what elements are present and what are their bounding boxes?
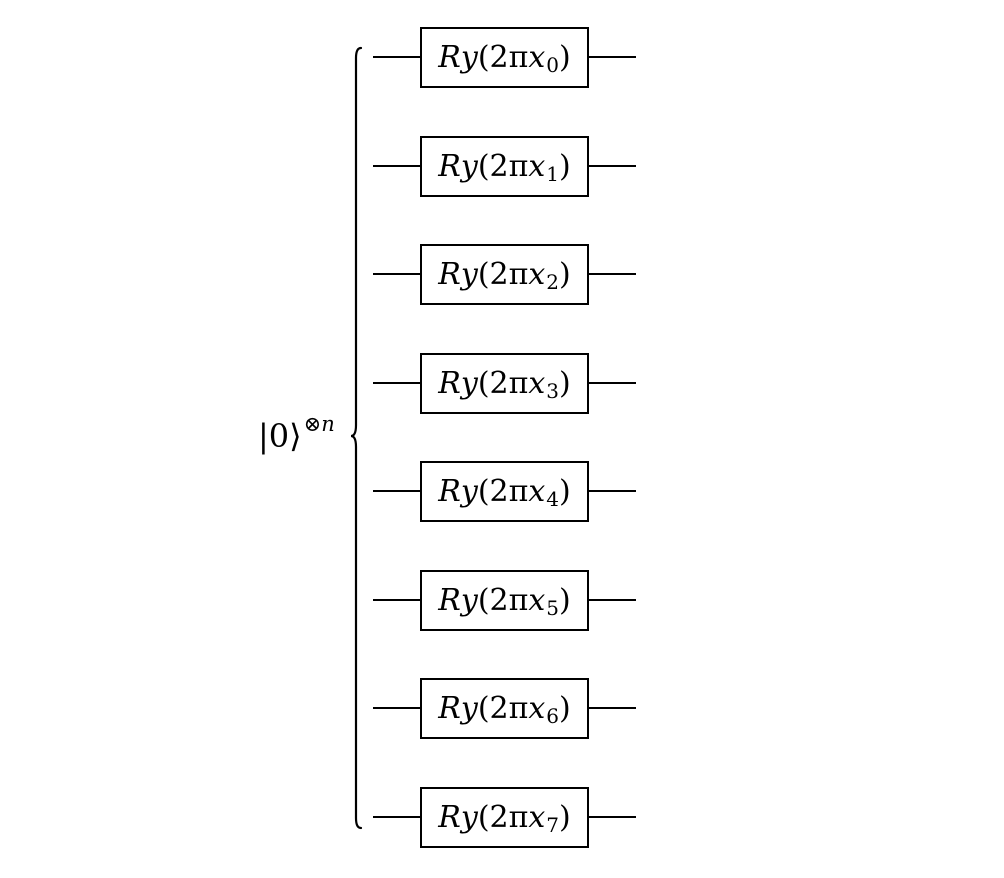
gate-angle-open: (2π xyxy=(477,256,529,292)
gate-parameter-index: 5 xyxy=(546,595,559,620)
qubit-wire-out xyxy=(589,707,636,709)
qubit-wire-in xyxy=(373,56,420,58)
gate-operator: R xyxy=(438,799,461,835)
gate-parameter: x xyxy=(528,799,546,835)
tensor-symbol: ⊗ xyxy=(303,412,322,436)
gate-parameter-index: 4 xyxy=(546,486,559,511)
qubit-wire-out xyxy=(589,165,636,167)
qubit-wire-in xyxy=(373,707,420,709)
gate-parameter: x xyxy=(528,365,546,401)
gate-angle-close: ) xyxy=(559,148,571,184)
gate-angle-close: ) xyxy=(559,39,571,75)
gate-angle-close: ) xyxy=(559,473,571,509)
qubit-wire-in xyxy=(373,382,420,384)
gate-axis: y xyxy=(460,690,478,726)
gate-operator: R xyxy=(438,690,461,726)
gate-axis: y xyxy=(460,39,478,75)
gate-parameter-index: 3 xyxy=(546,378,559,403)
gate-operator: R xyxy=(438,39,461,75)
gate-operator: R xyxy=(438,582,461,618)
qubit-wire-out xyxy=(589,490,636,492)
gate-parameter-index: 0 xyxy=(546,52,559,77)
gate-axis: y xyxy=(460,473,478,509)
gate-angle-close: ) xyxy=(559,582,571,618)
qubit-wire-out xyxy=(589,816,636,818)
qubit-wire-in xyxy=(373,165,420,167)
gate-parameter: x xyxy=(528,582,546,618)
gate-angle-open: (2π xyxy=(477,799,529,835)
gate-parameter: x xyxy=(528,148,546,184)
gate-parameter-index: 1 xyxy=(546,161,559,186)
gate-angle-open: (2π xyxy=(477,148,529,184)
gate-axis: y xyxy=(460,256,478,292)
gate-angle-open: (2π xyxy=(477,582,529,618)
gate-operator: R xyxy=(438,473,461,509)
gate-axis: y xyxy=(460,365,478,401)
qubit-wire-out xyxy=(589,599,636,601)
tensor-power: ⊗n xyxy=(304,412,335,436)
gate-parameter-index: 7 xyxy=(546,812,559,837)
qubit-wire-out xyxy=(589,273,636,275)
gate-parameter-index: 2 xyxy=(546,269,559,294)
qubit-wire-out xyxy=(589,382,636,384)
gate-parameter: x xyxy=(528,690,546,726)
gate-axis: y xyxy=(460,148,478,184)
qubit-wire-in xyxy=(373,599,420,601)
tensor-exponent: n xyxy=(321,412,335,436)
gate-angle-open: (2π xyxy=(477,39,529,75)
gate-angle-close: ) xyxy=(559,256,571,292)
qubit-register-brace xyxy=(350,46,363,830)
qubit-wire-out xyxy=(589,56,636,58)
gate-angle-close: ) xyxy=(559,799,571,835)
gate-operator: R xyxy=(438,148,461,184)
gate-operator: R xyxy=(438,256,461,292)
qubit-wire-in xyxy=(373,490,420,492)
gate-parameter: x xyxy=(528,256,546,292)
gate-angle-open: (2π xyxy=(477,473,529,509)
gate-angle-close: ) xyxy=(559,365,571,401)
gate-angle-open: (2π xyxy=(477,365,529,401)
gate-parameter-index: 6 xyxy=(546,703,559,728)
gate-axis: y xyxy=(460,799,478,835)
initial-state-label: |0⟩⊗n xyxy=(258,414,335,455)
gate-parameter: x xyxy=(528,39,546,75)
gate-operator: R xyxy=(438,365,461,401)
qubit-wire-in xyxy=(373,816,420,818)
gate-angle-close: ) xyxy=(559,690,571,726)
gate-angle-open: (2π xyxy=(477,690,529,726)
ket-zero: |0⟩ xyxy=(258,417,302,455)
gate-parameter: x xyxy=(528,473,546,509)
qubit-wire-in xyxy=(373,273,420,275)
gate-axis: y xyxy=(460,582,478,618)
